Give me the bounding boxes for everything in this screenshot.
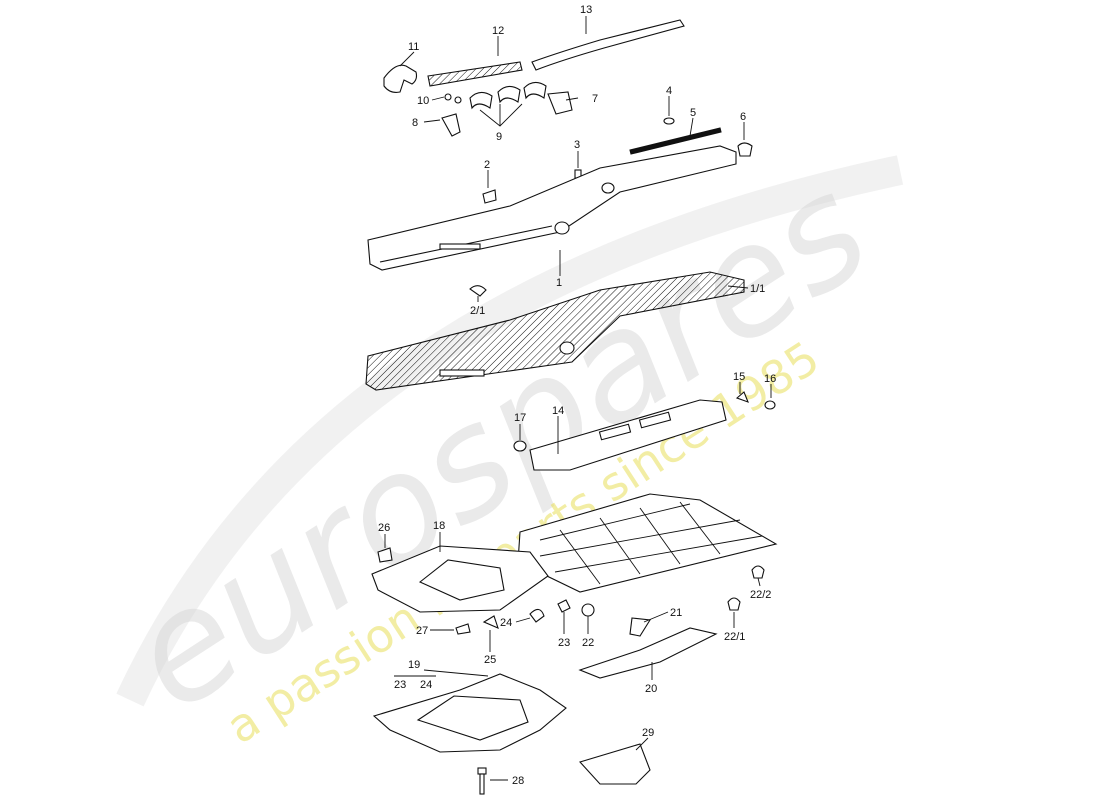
clip-part-27[interactable] [455,623,471,635]
callout-14[interactable]: 14 [552,405,564,417]
grommet-part-2-1[interactable] [469,285,487,297]
callout-15[interactable]: 15 [733,371,745,383]
callout-labels: 13 12 11 10 7 8 9 4 5 6 3 2 1 1/1 2/1 15… [378,4,776,787]
bracket-part-26[interactable] [377,547,393,563]
clip-part-24[interactable] [529,608,545,623]
callout-2[interactable]: 2 [484,159,490,171]
callout-22[interactable]: 22 [582,637,594,649]
callout-22-1[interactable]: 22/1 [724,631,745,643]
callout-28[interactable]: 28 [512,775,524,787]
callout-19-sub-23[interactable]: 23 [394,679,406,691]
callout-27[interactable]: 27 [416,625,428,637]
callout-17[interactable]: 17 [514,412,526,424]
callout-20[interactable]: 20 [645,683,657,695]
callout-13[interactable]: 13 [580,4,592,16]
callout-16[interactable]: 16 [764,373,776,385]
callout-2-1[interactable]: 2/1 [470,305,485,317]
callout-6[interactable]: 6 [740,111,746,123]
plug-part-22-2[interactable] [751,565,765,579]
clip-part[interactable] [444,93,462,104]
small-part-16[interactable] [764,400,776,410]
callout-8[interactable]: 8 [412,117,418,129]
callout-11[interactable]: 11 [408,41,419,53]
callout-7[interactable]: 7 [592,93,598,105]
callout-25[interactable]: 25 [484,654,496,666]
support-bracket-part[interactable] [529,399,727,471]
callout-12[interactable]: 12 [492,25,504,37]
callout-22-2[interactable]: 22/2 [750,589,771,601]
elbow-hose-part[interactable] [383,64,418,93]
plug-part-6[interactable] [737,142,753,157]
floor-plate-part[interactable] [372,673,567,753]
callout-9[interactable]: 9 [496,131,502,143]
bolt-part[interactable] [477,767,487,795]
callout-19-sub-24[interactable]: 24 [420,679,432,691]
corrugated-hose-part[interactable] [427,61,523,87]
bracket-part-7[interactable] [547,91,573,115]
hose-clamp-part[interactable] [469,81,547,110]
callout-10[interactable]: 10 [417,95,429,107]
plug-part-22[interactable] [581,603,595,617]
small-part-15[interactable] [735,391,749,403]
grommet-part-4[interactable] [663,117,675,125]
bracket-part-8[interactable] [441,113,461,137]
bracket-part-21[interactable] [629,617,651,637]
cover-plate-part[interactable] [579,743,651,785]
callout-26[interactable]: 26 [378,522,390,534]
callout-3[interactable]: 3 [574,139,580,151]
strap-part[interactable] [578,627,718,679]
callout-24[interactable]: 24 [500,617,512,629]
callout-19[interactable]: 19 [408,659,420,671]
hatched-member-part[interactable] [365,271,745,391]
longitudinal-member-part[interactable] [367,145,737,271]
clip-part-25[interactable] [482,615,499,629]
grommet-part-2[interactable] [482,189,497,204]
leader-lines [384,16,772,781]
floor-pan-part[interactable] [371,493,778,613]
callout-1[interactable]: 1 [556,277,562,289]
plug-part-22-1[interactable] [727,597,741,611]
clip-part-23[interactable] [557,599,571,613]
callout-18[interactable]: 18 [433,520,445,532]
callout-5[interactable]: 5 [690,107,696,119]
heater-tube-part[interactable] [531,19,685,71]
grommet-part-17[interactable] [513,440,527,452]
callout-21[interactable]: 21 [670,607,682,619]
callout-4[interactable]: 4 [666,85,672,97]
callout-29[interactable]: 29 [642,727,654,739]
callout-1-1[interactable]: 1/1 [750,283,765,295]
callout-23[interactable]: 23 [558,637,570,649]
